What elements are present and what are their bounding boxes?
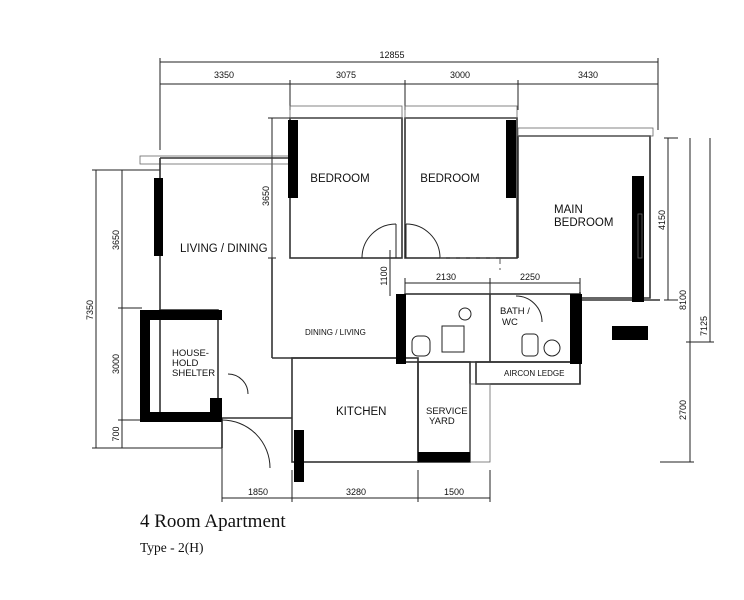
label-aircon-ledge: AIRCON LEDGE [504,369,564,378]
label-shelter-line1: HOUSE- [172,348,209,359]
fixtures [411,213,643,357]
dim-bedroom-height: 3650 [261,186,271,206]
dim-corridor: 1100 [379,266,389,285]
structural-walls [140,120,648,482]
dim-right-total: 8100 [678,290,688,310]
dim-left-lower: 3000 [111,354,121,374]
dim-left-upper: 3650 [111,230,121,250]
dim-top-1: 3350 [214,70,234,80]
label-bedroom-1: BEDROOM [310,173,369,185]
label-main-bedroom-line2: BEDROOM [554,217,613,229]
doors [221,223,543,469]
dim-bottom-1: 1850 [248,487,268,497]
label-dining-mirrored: DINING / LIVING [305,328,366,337]
label-shelter-line2: HOLD [172,358,199,369]
room-labels: BEDROOM BEDROOM MAIN BEDROOM LIVING / DI… [172,173,613,427]
plan-subtitle: Type - 2(H) [140,540,204,555]
label-kitchen: KITCHEN [336,406,386,418]
dimension-labels: 12855 3350 3075 3000 3430 3650 3000 700 … [85,50,709,497]
label-bedroom-2: BEDROOM [420,173,479,185]
dim-top-4: 3430 [578,70,598,80]
dim-main-bedroom: 4150 [657,210,667,230]
label-shelter-line3: SHELTER [172,368,215,379]
dim-left-bottom: 700 [111,426,121,441]
label-bath-wc-line2: WC [502,317,518,328]
plan-title: 4 Room Apartment [140,511,286,532]
dim-top-3: 3000 [450,70,470,80]
label-bath-wc-line1: BATH / [500,306,530,317]
dim-bottom-3: 1500 [444,487,464,497]
label-living-dining: LIVING / DINING [180,243,268,255]
dim-bath-right: 2250 [520,272,540,282]
dim-bath-left: 2130 [436,272,456,282]
dimension-lines [92,58,714,502]
label-service-yard-line2: YARD [429,416,455,427]
dim-overall-width: 12855 [379,50,404,60]
dim-right-lower: 2700 [678,400,688,420]
dim-right-overall: 7125 [699,316,709,336]
dim-left-total: 7350 [85,300,95,320]
dim-bottom-2: 3280 [346,487,366,497]
label-main-bedroom-line1: MAIN [554,204,583,216]
label-service-yard-line1: SERVICE [426,406,468,417]
dim-top-2: 3075 [336,70,356,80]
